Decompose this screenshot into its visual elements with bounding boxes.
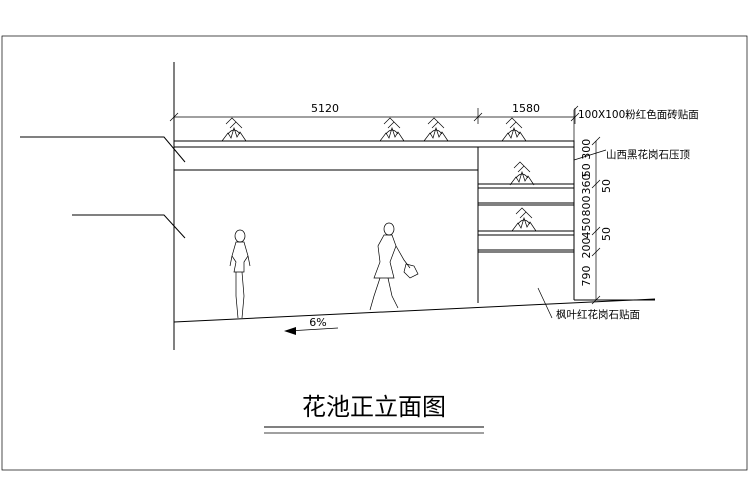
planter-tier-2 xyxy=(477,202,575,206)
coping-cap xyxy=(173,140,575,148)
dim-200: 200 xyxy=(580,238,593,259)
construction-line-lower xyxy=(72,214,186,239)
leader-granite-cap xyxy=(573,149,607,161)
shrub-1 xyxy=(221,117,247,142)
dim-790: 790 xyxy=(580,266,593,287)
sloped-ground-line xyxy=(173,298,656,323)
dim-50-b: 50 xyxy=(600,227,613,241)
note-maple-red: 枫叶红花岗石贴面 xyxy=(556,308,640,321)
dim-800: 800 xyxy=(580,196,593,217)
shrub-3 xyxy=(423,117,449,142)
dim-50-300: 50 300 xyxy=(580,139,593,178)
shrub-2 xyxy=(379,117,405,142)
dim-360: 360 xyxy=(580,174,593,195)
leader-pink-brick xyxy=(573,105,579,141)
shrub-4 xyxy=(501,117,527,142)
leader-maple-red xyxy=(537,287,553,319)
shrub-group xyxy=(221,117,537,232)
person-figure-right xyxy=(369,222,419,311)
slope-label: 6% xyxy=(309,316,326,329)
planter-tier-1 xyxy=(477,183,575,189)
drawing-title: 花池正立面图 xyxy=(302,393,446,421)
dim-450: 450 xyxy=(580,218,593,239)
shrub-6 xyxy=(511,207,537,232)
sheet-frame xyxy=(1,35,748,471)
dim-50-a: 50 xyxy=(600,179,613,193)
slope-arrow-head xyxy=(284,327,296,335)
shrub-5 xyxy=(509,161,535,186)
construction-line-upper xyxy=(20,136,186,163)
note-pink-brick: 100X100粉红色面砖贴面 xyxy=(578,108,699,121)
planter-tier-4 xyxy=(477,249,575,253)
slope-arrow-line xyxy=(287,327,339,332)
person-figure-left xyxy=(229,229,251,319)
dim-1580: 1580 xyxy=(512,102,540,115)
planter-tier-3 xyxy=(477,230,575,236)
note-granite-cap: 山西黑花岗石压顶 xyxy=(606,148,690,161)
dim-5120: 5120 xyxy=(311,102,339,115)
